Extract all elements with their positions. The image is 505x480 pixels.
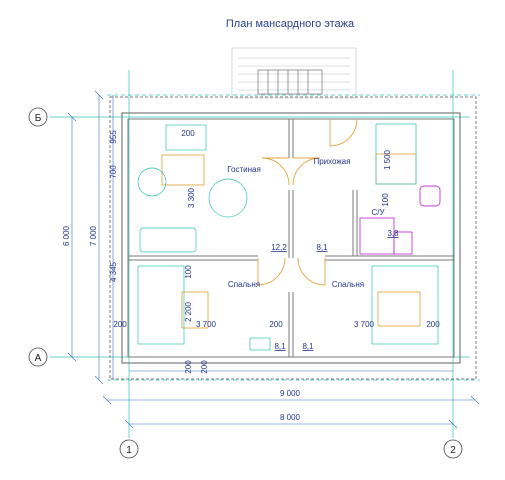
dim-tick xyxy=(67,352,77,362)
door-hall-swing xyxy=(292,157,321,186)
dimension-labels: 955 700 6 000 7 000 4 345 200 3 300 1 50… xyxy=(62,129,440,422)
dim-tick xyxy=(124,419,134,429)
outer-wall-outer xyxy=(121,112,461,364)
room-label-bath: С/У xyxy=(371,208,385,217)
dim-tick xyxy=(470,395,480,405)
axis-label-b: Б xyxy=(35,113,42,124)
axis-marker-a xyxy=(28,347,48,367)
room-label-hall: Прихожая xyxy=(313,157,350,166)
outer-wall-inner xyxy=(127,118,455,358)
dim-200-center: 200 xyxy=(269,320,283,329)
room-label-living: Гостиная xyxy=(227,165,261,174)
dim-700: 700 xyxy=(109,165,118,179)
area-living: 12,2 xyxy=(271,243,287,252)
axis-label-1: 1 xyxy=(126,445,132,456)
door-bedroom-right-swing xyxy=(297,257,326,286)
roof-outline xyxy=(109,96,477,380)
armchair xyxy=(137,167,167,197)
bed-left xyxy=(137,265,185,345)
cabinet-hall xyxy=(375,153,417,185)
area-bottom-left: 8,1 xyxy=(274,342,286,351)
plan-title: План мансардного этажа xyxy=(225,18,355,30)
toilet-icon xyxy=(419,185,441,207)
room-labels: Гостиная Прихожая С/У Спальня Спальня xyxy=(227,157,385,289)
area-bath: 3,8 xyxy=(387,229,399,238)
axis-marker-2 xyxy=(443,439,463,459)
stair-outline xyxy=(231,47,357,99)
stair-block xyxy=(231,47,357,99)
dim-3300: 3 300 xyxy=(187,187,196,208)
room-label-bedroom-left: Спальня xyxy=(228,280,260,289)
dim-200-top: 200 xyxy=(181,129,195,138)
axis-marker-1 xyxy=(119,439,139,459)
axis-label-a: А xyxy=(35,353,42,364)
sofa-living xyxy=(139,227,197,253)
door-bedroom-left-swing xyxy=(257,257,286,286)
bed-right-frame xyxy=(371,265,439,345)
sanitary xyxy=(359,185,441,255)
walls xyxy=(109,96,477,380)
axis-label-2: 2 xyxy=(450,445,456,456)
dim-955: 955 xyxy=(109,130,118,144)
chest-small xyxy=(249,337,271,351)
dim-3700-left: 3 700 xyxy=(196,320,217,329)
dim-7000: 7 000 xyxy=(89,225,98,246)
dim-200-bottom-a: 200 xyxy=(184,360,193,374)
bed-right xyxy=(377,291,421,327)
nightstand-left xyxy=(181,291,209,329)
dim-tick xyxy=(94,375,104,385)
furniture xyxy=(161,153,421,329)
furniture-outlines xyxy=(137,123,439,351)
doors xyxy=(257,118,358,286)
area-bottom-right: 8,1 xyxy=(302,342,314,351)
table-living xyxy=(161,154,205,186)
dimension-lines xyxy=(67,90,480,429)
stair-opening xyxy=(257,69,323,95)
dim-3700-right: 3 700 xyxy=(354,320,375,329)
door-living-swing xyxy=(261,157,290,186)
area-labels: 12,2 8,1 3,8 8,1 8,1 xyxy=(271,229,399,351)
dim-200-bottom-b: 200 xyxy=(200,360,209,374)
axis-markers xyxy=(28,107,463,459)
room-label-bedroom-right: Спальня xyxy=(332,280,364,289)
axis-marker-b xyxy=(28,107,48,127)
dim-200-right: 200 xyxy=(426,320,440,329)
area-hall: 8,1 xyxy=(316,243,328,252)
dim-tick xyxy=(448,419,458,429)
round-table xyxy=(208,178,248,218)
dim-100-mid: 100 xyxy=(184,265,193,279)
axis-lines xyxy=(50,70,480,438)
dim-1500: 1 500 xyxy=(383,149,392,170)
sink-icon xyxy=(393,231,413,255)
dim-8000: 8 000 xyxy=(280,413,301,422)
door-entrance-swing xyxy=(329,118,358,147)
axis-labels: Б А 1 2 xyxy=(35,113,457,456)
dim-4345: 4 345 xyxy=(109,261,118,282)
dim-9000: 9 000 xyxy=(280,389,301,398)
dim-6000: 6 000 xyxy=(62,225,71,246)
dim-tick xyxy=(102,395,112,405)
dim-2200: 2 200 xyxy=(184,301,193,322)
dim-100-bath: 100 xyxy=(381,193,390,207)
dim-tick xyxy=(94,90,104,100)
sofa-top xyxy=(165,124,207,151)
dim-tick xyxy=(67,112,77,122)
dim-200-left: 200 xyxy=(113,320,127,329)
wardrobe-hall xyxy=(375,123,417,185)
